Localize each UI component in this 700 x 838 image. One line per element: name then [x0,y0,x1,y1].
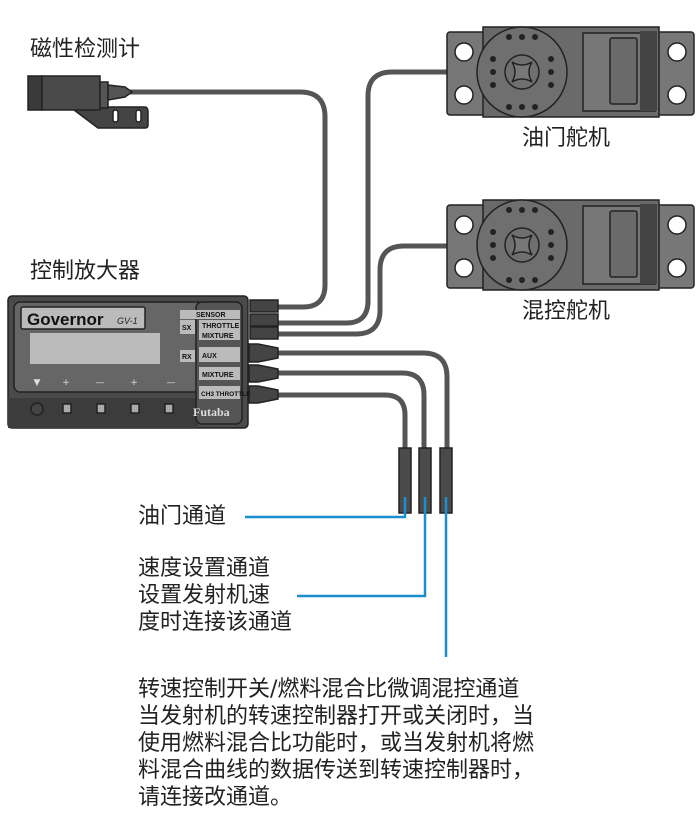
governor-model: GV-1 [117,316,138,326]
speed-channel-label: 速度设置通道 设置发射机速 度时连接该通道 [138,555,292,636]
button-minus-2[interactable]: — [167,378,176,388]
governor-name: Governor [27,310,104,329]
port-sx: SX [182,325,192,332]
port-mixture: MIXTURE [202,333,234,340]
aux-wire [278,350,450,450]
button-plus-1[interactable]: + [62,378,70,388]
button-down[interactable]: ▼ [34,378,41,388]
governor-switch-line-3: 使用燃料混合比功能时，或当发射机将燃 [138,731,535,756]
governor-unit [7,295,279,429]
mixture-servo-label: 混控舵机 [522,299,611,324]
throttle-channel-label: 油门通道 [138,504,227,529]
governor-labels: Governor GV-1 SENSOR SX THROTTLE MIXTURE… [27,310,251,419]
ch3-wire [278,392,408,450]
sensor-label: 磁性检测计 [30,37,141,62]
port-sensor: SENSOR [196,312,226,319]
mixture-servo-wire [278,243,447,337]
throttle-servo-label: 油门舵机 [522,126,611,151]
governor-switch-line-1: 转速控制开关/燃料混合比微调混控通道 [138,677,520,702]
throttle-servo [446,26,695,118]
sensor-wire [130,89,328,310]
speed-channel-line-1: 速度设置通道 [138,556,271,581]
controller-label: 控制放大器 [30,259,141,284]
speed-channel-line-2: 设置发射机速 [138,583,271,608]
callout-lines [245,497,448,657]
governor-switch-line-2: 当发射机的转速控制器打开或关闭时，当 [138,704,535,729]
port-rx: RX [182,354,192,361]
speed-channel-line [297,497,427,598]
governor-switch-line-4: 料混合曲线的数据传送到转速控制器时， [138,758,535,783]
magnetic-sensor [27,75,149,129]
speed-channel-line-3: 度时连接该通道 [138,610,293,635]
mixture-servo [446,199,695,291]
throttle-servo-wire [278,69,447,326]
wires [130,69,450,450]
button-minus-1[interactable]: — [96,378,105,388]
button-plus-2[interactable]: + [130,378,138,388]
governor-switch-line-5: 请连接改通道。 [138,785,293,810]
port-mixture2: MIXTURE [202,372,234,379]
throttle-channel-line [245,497,407,519]
governor-switch-label: 转速控制开关/燃料混合比微调混控通道 当发射机的转速控制器打开或关闭时，当 使用… [138,676,534,811]
port-aux: AUX [202,353,217,360]
brand-logo: Futaba [193,405,230,419]
port-ch3: CH3 THROTTLE [201,391,251,398]
port-throttle: THROTTLE [202,323,240,330]
mixture-wire [278,370,427,450]
